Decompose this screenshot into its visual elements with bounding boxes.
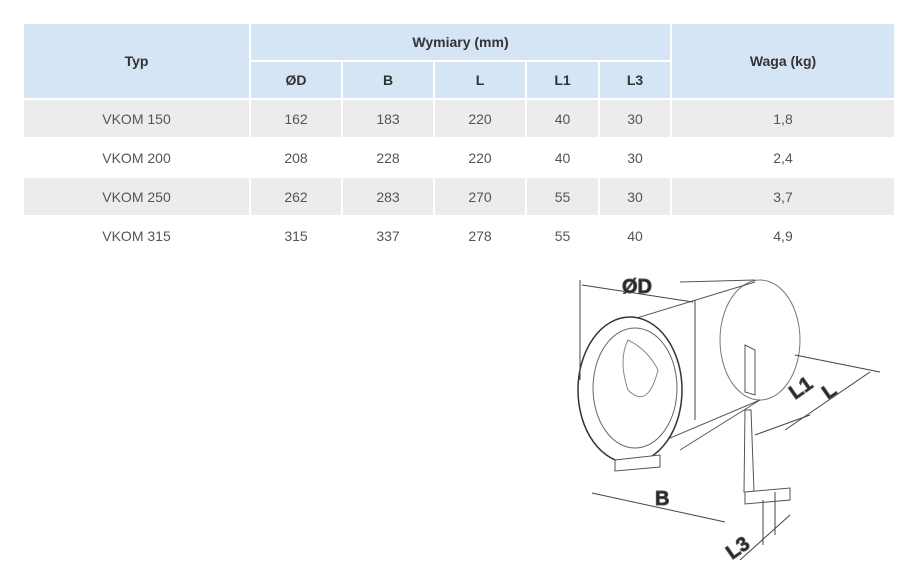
weight-cell: 2,4 bbox=[773, 149, 793, 166]
l3-cell: 30 bbox=[600, 178, 670, 215]
d-cell: 262 bbox=[251, 178, 341, 215]
dimensions-table: Typ Wymiary (mm) Waga (kg) ØD B L L1 L3 … bbox=[22, 22, 896, 256]
header-l: L bbox=[435, 62, 525, 98]
l3-cell: 40 bbox=[627, 227, 643, 244]
weight-cell: 3,7 bbox=[672, 178, 894, 215]
l1-cell: 55 bbox=[527, 178, 598, 215]
label-l: L bbox=[818, 379, 841, 404]
header-dimensions: Wymiary (mm) bbox=[251, 24, 670, 60]
header-l3: L3 bbox=[600, 62, 670, 98]
header-weight: Waga (kg) bbox=[672, 24, 894, 98]
header-type: Typ bbox=[24, 24, 249, 98]
header-l1: L1 bbox=[527, 62, 598, 98]
type-cell: VKOM 250 bbox=[24, 178, 249, 215]
b-cell: 228 bbox=[376, 149, 400, 166]
l1-cell: 40 bbox=[554, 149, 571, 166]
d-cell: 208 bbox=[284, 149, 308, 166]
table-row: VKOM 315 315 337 278 55 40 4,9 bbox=[24, 217, 894, 254]
header-d: ØD bbox=[251, 62, 341, 98]
d-cell: 162 bbox=[251, 100, 341, 137]
l3-cell: 30 bbox=[627, 149, 643, 166]
l-cell: 278 bbox=[468, 227, 492, 244]
l1-cell: 40 bbox=[527, 100, 598, 137]
type-cell: VKOM 200 bbox=[102, 149, 171, 166]
label-l3: L3 bbox=[722, 533, 754, 564]
label-d: ØD bbox=[622, 276, 652, 298]
fan-dimension-drawing: ØD B L L1 L3 bbox=[577, 276, 881, 565]
weight-cell: 4,9 bbox=[773, 227, 793, 244]
fan-body bbox=[577, 279, 801, 505]
type-cell: VKOM 315 bbox=[102, 227, 171, 244]
label-b: B bbox=[655, 488, 669, 510]
l-cell: 220 bbox=[468, 149, 492, 166]
l-cell: 270 bbox=[435, 178, 525, 215]
weight-cell: 1,8 bbox=[672, 100, 894, 137]
b-cell: 337 bbox=[376, 227, 400, 244]
dimension-lines bbox=[579, 280, 881, 561]
header-b: B bbox=[343, 62, 433, 98]
label-l1: L1 bbox=[785, 373, 817, 404]
table-row: VKOM 200 208 228 220 40 30 2,4 bbox=[24, 139, 894, 176]
b-cell: 283 bbox=[343, 178, 433, 215]
l-cell: 220 bbox=[435, 100, 525, 137]
b-cell: 183 bbox=[343, 100, 433, 137]
type-cell: VKOM 150 bbox=[24, 100, 249, 137]
d-cell: 315 bbox=[284, 227, 308, 244]
l3-cell: 30 bbox=[600, 100, 670, 137]
l1-cell: 55 bbox=[554, 227, 571, 244]
